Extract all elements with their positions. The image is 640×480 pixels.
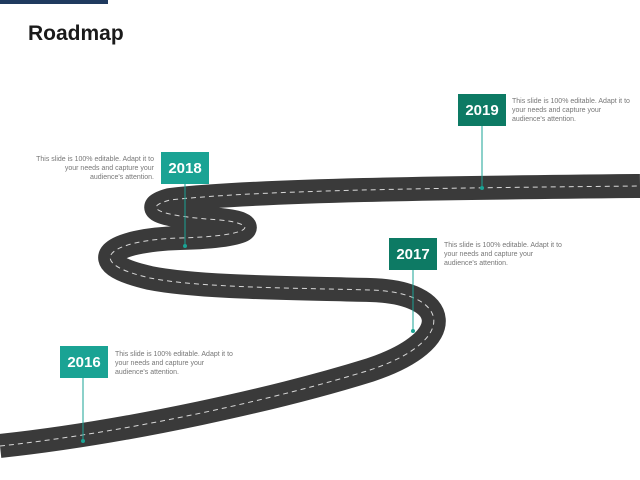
milestone-2018: 2018 (161, 152, 209, 184)
title-accent-bar (0, 0, 108, 4)
pin-2016 (81, 439, 85, 443)
milestone-2017: 2017 (389, 238, 437, 270)
milestone-2016: 2016 (60, 346, 108, 378)
pin-2018 (183, 244, 187, 248)
road (0, 174, 640, 458)
pin-2019 (480, 186, 484, 190)
milestone-2018-text: This slide is 100% editable. Adapt it to… (36, 156, 154, 181)
page-title: Roadmap (28, 22, 124, 45)
milestone-2019-text: This slide is 100% editable. Adapt it to… (512, 98, 630, 123)
milestone-2017-text: This slide is 100% editable. Adapt it to… (444, 242, 562, 267)
milestone-2019: 2019 (458, 94, 506, 126)
pin-2017 (411, 329, 415, 333)
milestone-2016-text: This slide is 100% editable. Adapt it to… (115, 351, 233, 376)
road-center-line (0, 185, 640, 447)
